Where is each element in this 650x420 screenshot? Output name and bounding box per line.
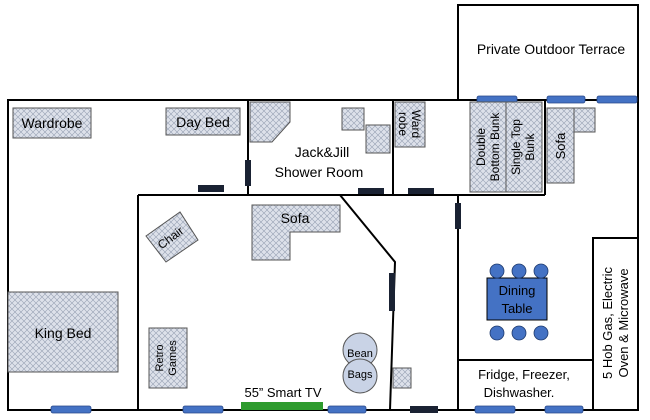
furniture [7,101,596,389]
door-kitchen [455,203,461,229]
retro-games-label-2: Games [167,340,179,376]
double-bunk-label-2: Bottom Bunk [488,112,502,182]
sofa-center [251,204,341,261]
retro-games-label-1: Retro [154,345,166,372]
door-shower-bottom [358,188,384,194]
ward-robe-label: Ward robe [396,110,423,138]
kitchen-label-2: Oven & Microwave [616,268,631,377]
dining-chair-3 [533,263,549,279]
king-bed-label: King Bed [35,325,92,341]
dining-chair-2 [511,263,527,279]
smart-tv-label: 55” Smart TV [244,385,321,400]
dining-table [486,277,548,321]
shower-room-label-1: Jack&Jill [295,144,349,160]
living-room-angled-wall [339,194,397,411]
smart-tv [241,402,323,410]
bean-bag-bottom [342,358,378,394]
terrace-label: Private Outdoor Terrace [477,41,626,57]
bean-bags-label-2: Bags [347,369,373,381]
retro-games-unit [148,327,188,389]
dining-chair-6 [533,325,549,341]
fridge-label-1: Fridge, Freezer, [478,367,570,382]
window-bottom-5 [544,405,584,414]
windows [50,95,638,414]
dining-chair-5 [511,325,527,341]
fridge-label-2: Dishwasher. [484,385,555,400]
door-wardrobe [408,188,434,194]
shower-box-top [341,107,365,131]
single-bunk-label-2: Bunk [523,132,537,160]
ward-robe-cabinet [394,101,426,148]
window-bottom-4 [474,405,516,414]
shower-unit [249,101,291,143]
double-bunk-label: Double Bottom Bunk [474,112,502,182]
sofa-right-label: Sofa [553,132,568,160]
sofa-right-seat [546,107,575,184]
single-bunk-label-1: Single Top [509,119,523,175]
dining-table-label-1: Dining [499,283,536,298]
dining-table-label-2: Table [501,301,532,316]
dining-chair-1 [489,263,505,279]
window-terrace-2 [546,95,586,104]
kitchen-label: 5 Hob Gas, Electric Oven & Microwave [600,267,631,379]
double-bunk-label-1: Double [474,128,488,166]
wardrobe-left [12,107,92,139]
shower-room-label-2: Shower Room [275,164,364,180]
window-terrace-3 [596,95,638,104]
doors [198,160,461,413]
day-bed [165,107,241,136]
door-living-angled [389,273,395,311]
side-unit [392,367,412,389]
wardrobe-left-label: Wardrobe [22,115,83,131]
dining-chairs [489,263,549,341]
dining-set [486,263,549,341]
shower-box-bottom [365,124,391,154]
window-bottom-1 [50,405,92,414]
bean-bags [342,332,378,394]
day-bed-label: Day Bed [176,114,230,130]
window-bottom-3 [327,405,367,414]
sofa-center-label: Sofa [281,210,310,226]
door-bedroom [198,185,224,192]
door-living-bottom [410,406,438,413]
terrace-wall [457,4,639,100]
kitchen-label-1: 5 Hob Gas, Electric [600,267,615,379]
bean-bags-label-1: Bean [347,348,373,360]
cooker-unit-wall [592,237,638,410]
door-shower-side [245,160,251,186]
window-bottom-2 [182,405,224,414]
dining-chair-4 [489,325,505,341]
ward-robe-label-1: Ward [409,110,423,138]
king-bed [7,291,119,373]
retro-games-label: Retro Games [154,340,179,376]
single-bunk-label: Single Top Bunk [509,119,537,175]
ward-robe-label-2: robe [396,112,410,136]
chair [145,211,199,263]
